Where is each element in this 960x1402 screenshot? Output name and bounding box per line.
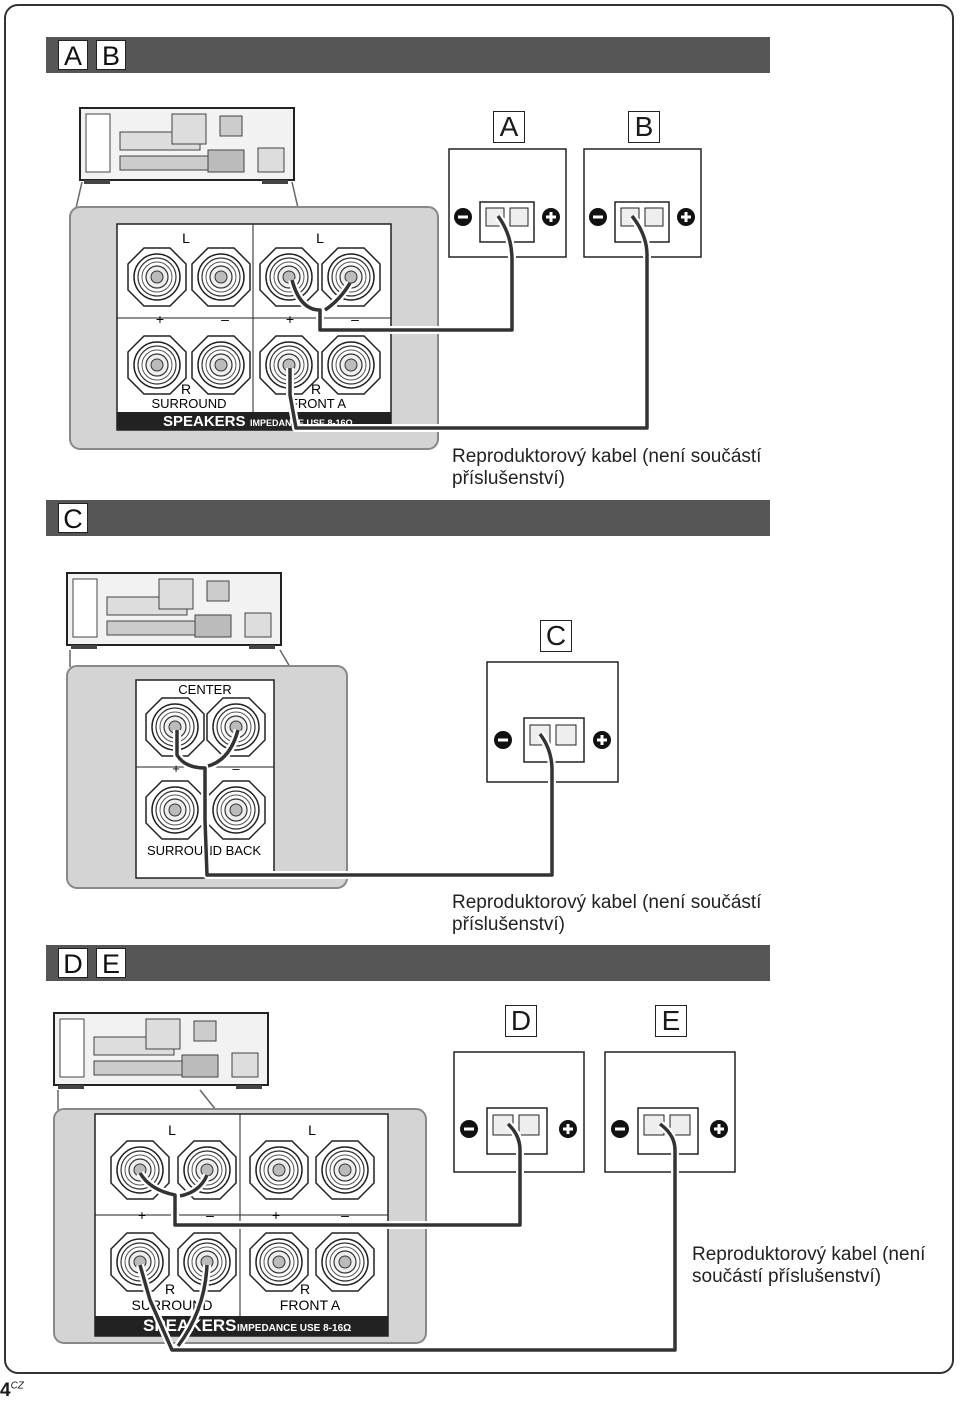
panel-ab-minus2: – — [351, 311, 359, 327]
section-letter-a: A — [58, 40, 88, 71]
page-frame — [4, 4, 954, 1374]
page-number: 4CZ — [0, 1380, 24, 1402]
panel-de-label-r2: R — [300, 1281, 310, 1297]
speaker-e-label: E — [655, 1005, 687, 1037]
panel-ab-label-r2: R — [311, 381, 321, 397]
panel-de-label-l2: L — [308, 1122, 316, 1138]
speaker-a-label: A — [493, 111, 525, 143]
section-bar-c: C — [46, 500, 770, 536]
panel-ab-surround: SURROUND — [151, 396, 226, 411]
cable-caption-de-line2: součástí příslušenství) — [692, 1266, 882, 1287]
cable-caption-de: Reproduktorový kabel (není součástí přís… — [692, 1244, 925, 1288]
panel-ab-label-l1: L — [182, 230, 190, 246]
section-bar-ab: A B — [46, 37, 770, 73]
panel-de-label-l1: L — [168, 1122, 176, 1138]
cable-caption-ab: Reproduktorový kabel (není součástí přís… — [452, 446, 761, 490]
panel-de-impedance: IMPEDANCE USE 8-16Ω — [237, 1323, 351, 1334]
panel-c-minus: – — [232, 761, 240, 776]
section-bar-de: D E — [46, 945, 770, 981]
panel-ab-front: FRONT A — [290, 396, 346, 411]
page-number-value: 4 — [0, 1380, 11, 1401]
panel-ab-minus1: – — [221, 311, 229, 327]
panel-de-plus1: + — [138, 1207, 146, 1223]
speaker-b-label: B — [628, 111, 660, 143]
cable-caption-c: Reproduktorový kabel (není součástí přís… — [452, 892, 761, 936]
cable-caption-de-line1: Reproduktorový kabel (není — [692, 1244, 926, 1265]
cable-caption-ab-line1: Reproduktorový kabel (není součástí — [452, 446, 762, 467]
panel-ab-label-r1: R — [181, 381, 191, 397]
panel-ab-label-l2: L — [316, 230, 324, 246]
speaker-d-label: D — [505, 1005, 537, 1037]
cable-caption-c-line2: příslušenství) — [452, 914, 565, 935]
receiver-de-illustration — [53, 1012, 269, 1090]
section-letter-e: E — [96, 948, 126, 979]
panel-ab-impedance: IMPEDANCE USE 8-16Ω — [250, 418, 353, 428]
panel-ab-plus2: + — [286, 311, 294, 327]
section-letter-d: D — [58, 948, 88, 979]
receiver-ab-illustration — [79, 107, 295, 185]
page-number-suffix: CZ — [10, 1380, 24, 1392]
section-letter-b: B — [96, 40, 126, 71]
panel-de-minus2: – — [341, 1207, 349, 1223]
panel-de-label-r1: R — [165, 1281, 175, 1297]
cable-caption-c-line1: Reproduktorový kabel (není součástí — [452, 892, 762, 913]
panel-de-front: FRONT A — [280, 1297, 341, 1313]
speaker-c-label: C — [540, 620, 572, 652]
panel-de-minus1: – — [206, 1207, 214, 1223]
receiver-c-illustration — [66, 572, 282, 650]
panel-c-center: CENTER — [178, 682, 231, 697]
section-letter-c: C — [58, 503, 88, 534]
panel-ab-plus1: + — [156, 311, 164, 327]
panel-ab-speakers: SPEAKERS — [163, 413, 246, 430]
panel-de-plus2: + — [272, 1207, 280, 1223]
panel-c-plus: + — [172, 761, 180, 776]
cable-caption-ab-line2: příslušenství) — [452, 468, 565, 489]
